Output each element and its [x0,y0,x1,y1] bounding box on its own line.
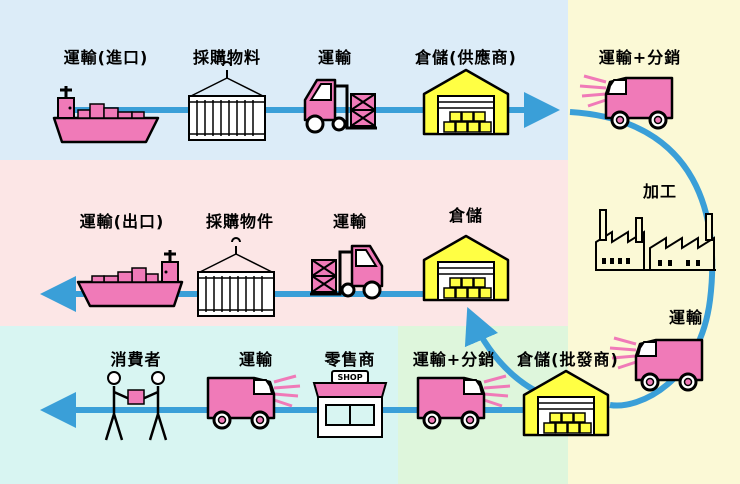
cargo-ship-icon [52,84,160,144]
processing-label: 加工 [642,182,678,201]
shop-icon: SHOP [312,370,388,438]
cargo-ship-icon [76,248,184,308]
warehouse-icon [422,234,510,302]
consumer-label: 消費者 [110,350,162,369]
distribution-truck-label: 運輸+分銷 [598,48,682,67]
handover-icon [104,371,168,441]
import-warehouse-label: 倉儲(供應商) [415,48,517,67]
warehouse-icon [422,68,510,136]
delivery-truck-icon [206,374,302,430]
export-ship-label: 運輸(出口) [79,212,165,231]
retail-truck-label: 運輸 [238,350,274,369]
shipping-container-icon [197,237,275,317]
factory-icon [595,209,716,271]
delivery-truck-icon [578,74,674,130]
wholesale-truck-label: 運輸+分銷 [412,350,496,369]
shipping-container-icon [188,61,266,141]
export-container-label: 採購物件 [205,212,275,231]
delivery-truck-icon [608,336,704,392]
transport-truck-label: 運輸 [668,308,704,327]
export-warehouse-label: 倉儲 [448,206,484,225]
shop-sign: SHOP [337,373,362,382]
forklift-icon [303,78,379,134]
wholesaler-warehouse-label: 倉儲(批發商) [517,350,619,369]
forklift-icon [308,244,384,300]
export-forklift-label: 運輸 [332,212,368,231]
retailer-label: 零售商 [324,350,376,369]
import-ship-label: 運輸(進口) [63,48,149,67]
import-forklift-label: 運輸 [317,48,353,67]
warehouse-icon [522,369,610,437]
delivery-truck-icon [416,374,512,430]
import-container-label: 採購物料 [192,48,262,67]
processing-loop-arrow [569,109,716,409]
